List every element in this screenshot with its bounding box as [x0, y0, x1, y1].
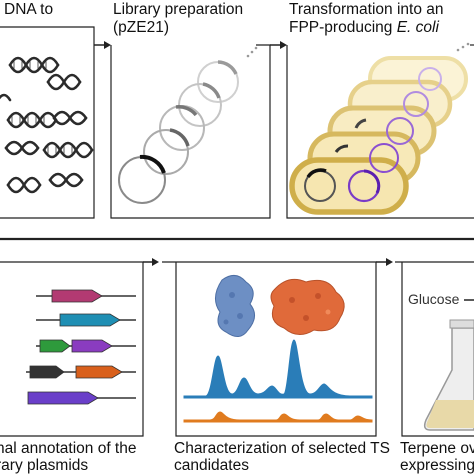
panel-characterization-caption-1: Characterization of selected TS — [174, 440, 390, 457]
gene-constructs — [26, 289, 136, 405]
chromatogram — [183, 339, 373, 423]
flask-icon — [423, 319, 474, 431]
panel-library-title-2: (pZE21) — [113, 19, 169, 36]
protein-orange — [270, 278, 345, 335]
panel-transformation-title-2: FPP-producing E. coli — [289, 19, 439, 36]
panel-annotation-caption-2: rary plasmids — [0, 457, 88, 474]
arrow-3 — [143, 258, 159, 266]
panel-characterization-caption-2: candidates — [174, 457, 249, 474]
panel-transformation-title-1: Transformation into an — [289, 1, 444, 18]
panel-terpene-caption-2: expressing — [400, 457, 474, 474]
panel-terpene: Glucose Terpene ov expressing — [395, 261, 474, 474]
panel-transformation: Transformation into an FPP-producing E. … — [286, 1, 474, 219]
panel-annotation-caption-1: nal annotation of the — [0, 440, 136, 457]
panel-dna-extraction: DNA to — [0, 1, 95, 219]
ecoli-cells — [289, 56, 468, 215]
panel-annotation: nal annotation of the rary plasmids — [0, 261, 144, 474]
panel-terpene-caption-1: Terpene ov — [400, 440, 474, 457]
dna-helices — [0, 56, 94, 194]
panel-characterization: Characterization of selected TS candidat… — [162, 261, 390, 474]
panel-library-title-1: Library preparation — [113, 1, 243, 18]
protein-blue — [215, 275, 255, 337]
glucose-label: Glucose — [408, 291, 460, 307]
arrow-2 — [270, 41, 287, 49]
panel-library-preparation: Library preparation (pZE21) — [110, 1, 271, 219]
panel-dna-title: DNA to — [4, 1, 53, 18]
plasmid-rings — [118, 60, 239, 204]
arrow-1 — [94, 41, 111, 49]
arrow-4 — [376, 258, 393, 266]
